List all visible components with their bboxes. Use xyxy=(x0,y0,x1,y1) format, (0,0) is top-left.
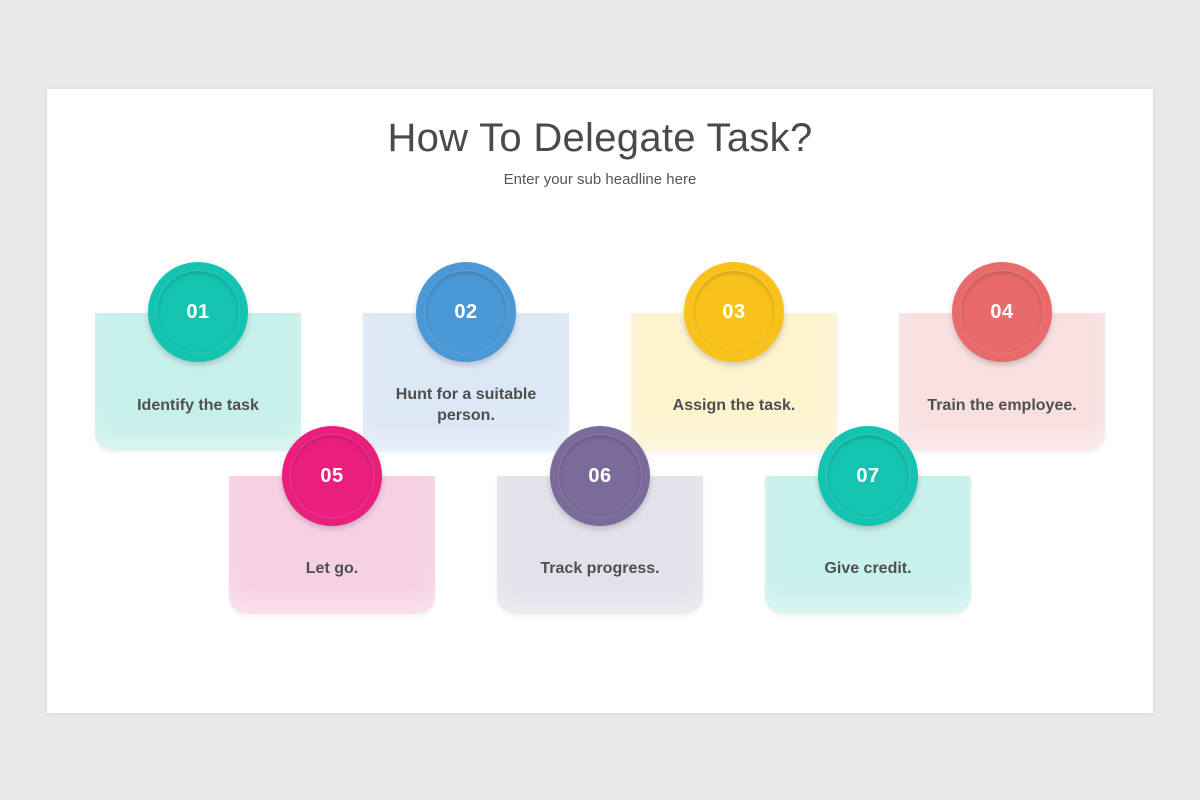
step-label-7: Give credit. xyxy=(824,559,912,577)
step-number-5: 05 xyxy=(320,464,344,487)
step-label-6: Track progress. xyxy=(540,559,660,577)
step-number-7: 07 xyxy=(856,464,880,487)
step-label-3: Assign the task. xyxy=(672,396,796,414)
step-badge-2: 02 xyxy=(416,262,516,362)
step-label-2: Hunt for a suitable person. xyxy=(395,386,537,424)
step-card-3: Assign the task. xyxy=(631,313,837,451)
page-title: How To Delegate Task? xyxy=(387,116,813,160)
step-badge-inner-4: 04 xyxy=(961,271,1043,353)
page-subtitle: Enter your sub headline here xyxy=(503,171,697,188)
step-badge-5: 05 xyxy=(282,426,382,526)
step-badge-4: 04 xyxy=(952,262,1052,362)
step-badge-inner-7: 07 xyxy=(827,435,909,517)
step-label-5: Let go. xyxy=(305,559,359,577)
step-number-4: 04 xyxy=(990,300,1014,323)
step-badge-inner-5: 05 xyxy=(291,435,373,517)
step-badge-3: 03 xyxy=(684,262,784,362)
step-card-4: Train the employee. xyxy=(899,313,1105,451)
step-label-1: Identify the task xyxy=(137,396,259,414)
step-number-1: 01 xyxy=(186,300,210,323)
step-badge-1: 01 xyxy=(148,262,248,362)
step-badge-7: 07 xyxy=(818,426,918,526)
step-badge-6: 06 xyxy=(550,426,650,526)
step-number-6: 06 xyxy=(588,464,612,487)
step-badge-inner-2: 02 xyxy=(425,271,507,353)
step-badge-inner-6: 06 xyxy=(559,435,641,517)
step-badge-inner-3: 03 xyxy=(693,271,775,353)
step-number-2: 02 xyxy=(454,300,478,323)
step-number-3: 03 xyxy=(722,300,746,323)
step-label-4: Train the employee. xyxy=(927,396,1077,414)
step-badge-inner-1: 01 xyxy=(157,271,239,353)
